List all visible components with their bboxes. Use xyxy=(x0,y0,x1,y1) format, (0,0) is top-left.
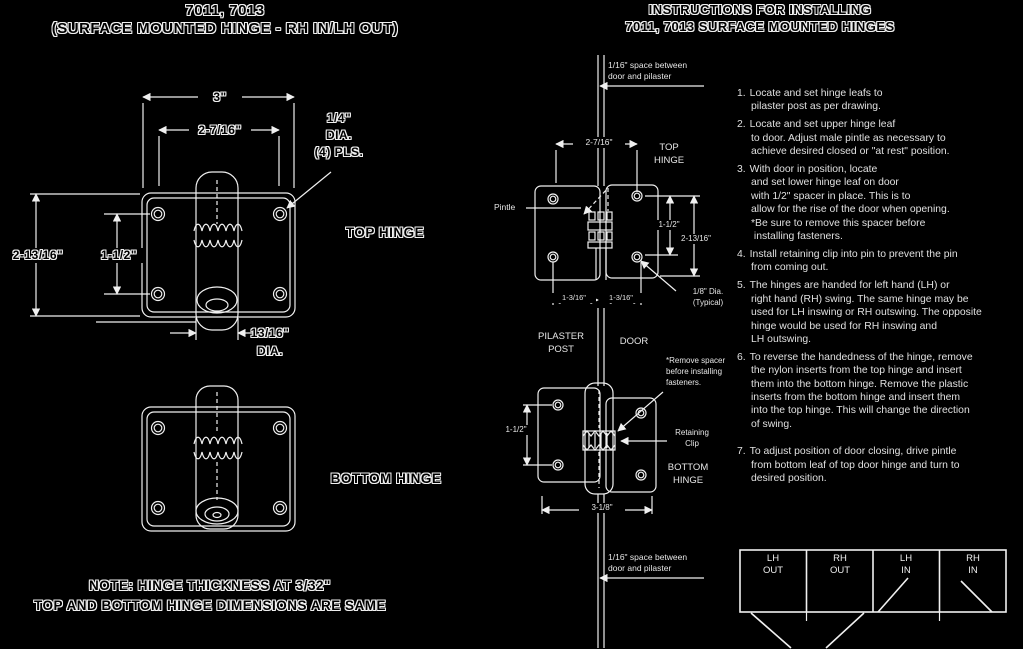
left-bottom-hinge-drawing xyxy=(141,385,296,532)
door-pilaster-gap-lines xyxy=(597,55,605,648)
mid-top-hinge-label: TOP HINGE xyxy=(653,142,685,166)
pintle-label: Pintle xyxy=(494,202,516,212)
retaining-clip-label: Retaining Clip xyxy=(675,428,709,448)
swing-cell-rh-out: RH OUT xyxy=(829,553,851,576)
left-top-hinge-drawing xyxy=(30,92,332,340)
barrel-diameter-callout: 13/16" DIA. xyxy=(250,326,290,358)
left-title-line2: (SURFACE MOUNTED HINGE - RH IN/LH OUT) xyxy=(51,20,399,37)
instruction-item-6: 6.To reverse the handedness of the hinge… xyxy=(737,351,1023,431)
mid-dim-bottom-width: 3-1/8" xyxy=(579,503,625,514)
mid-dim-right-offset: 1-3/16" xyxy=(599,293,643,303)
mid-dim-left-offset: 1-3/16" xyxy=(552,293,596,303)
middle-top-hinge-assembly xyxy=(526,139,700,305)
instruction-item-7: 7.To adjust position of door closing, dr… xyxy=(737,445,1023,485)
instruction-text: To adjust position of door closing, driv… xyxy=(749,446,960,485)
instruction-number: 1. xyxy=(737,88,746,99)
instruction-number: 7. xyxy=(737,446,746,458)
instruction-number: 3. xyxy=(737,164,746,176)
mid-dim-bottom-hole-height: 1-1/2" xyxy=(496,425,536,436)
instruction-number: 4. xyxy=(737,248,746,260)
swing-cell-rh-in: RH IN xyxy=(966,553,980,576)
instruction-item-4: 4.Install retaining clip into pin to pre… xyxy=(737,248,1023,275)
instruction-item-5: 5.The hinges are handed for left hand (L… xyxy=(737,279,1023,346)
swing-cell-lh-out: LH OUT xyxy=(762,553,784,576)
note-line2: TOP AND BOTTOM HINGE DIMENSIONS ARE SAME xyxy=(33,598,387,613)
instruction-item-1: 1.Locate and set hinge leafs to pilaster… xyxy=(737,87,1023,114)
dim-overall-height: 2-13/16" xyxy=(0,248,76,264)
right-title-line1: INSTRUCTIONS FOR INSTALLING xyxy=(648,2,872,17)
mid-hole-callout: 1/8" Dia. (Typical) xyxy=(692,287,724,307)
instruction-text: Locate and set hinge leafs to pilaster p… xyxy=(749,88,883,113)
door-label: DOOR xyxy=(619,336,649,347)
instruction-item-3: 3.With door in position, locate and set … xyxy=(737,163,1023,243)
instruction-item-2: 2.Locate and set upper hinge leaf to doo… xyxy=(737,118,1023,158)
right-title-line2: 7011, 7013 SURFACE MOUNTED HINGES xyxy=(625,19,895,34)
instruction-text: To reverse the handedness of the hinge, … xyxy=(749,351,973,430)
dim-overall-width: 3" xyxy=(198,90,242,106)
instruction-text: The hinges are handed for left hand (LH)… xyxy=(749,280,982,345)
instruction-text: Install retaining clip into pin to preve… xyxy=(749,248,958,274)
hole-diameter-callout: 1/4" DIA. (4) PLS. xyxy=(314,111,364,159)
mid-dim-hole-height: 1-1/2" xyxy=(651,220,687,231)
installation-instructions: 1.Locate and set hinge leafs to pilaster… xyxy=(737,87,1023,490)
instruction-text: With door in position, locate and set lo… xyxy=(749,164,950,243)
top-hinge-label: TOP HINGE xyxy=(345,225,425,240)
bottom-hinge-label: BOTTOM HINGE xyxy=(330,471,442,486)
instruction-number: 2. xyxy=(737,119,746,131)
remove-spacer-note: *Remove spacer before installing fastene… xyxy=(666,356,726,387)
middle-bottom-hinge-assembly xyxy=(522,382,667,515)
instruction-number: 6. xyxy=(737,351,746,363)
swing-cell-lh-in: LH IN xyxy=(899,553,913,576)
mid-dim-leaf-height: 2-13/16" xyxy=(672,234,720,245)
gap-note-top: 1/16" space between door and pilaster xyxy=(608,60,688,81)
note-line1: NOTE: HINGE THICKNESS AT 3/32" xyxy=(89,578,331,593)
gap-note-bottom: 1/16" space between door and pilaster xyxy=(608,552,688,573)
instruction-text: Locate and set upper hinge leaf to door.… xyxy=(749,119,950,158)
mid-dim-hole-span: 2-7/16" xyxy=(573,137,625,148)
swing-direction-table xyxy=(739,549,1007,649)
instruction-number: 5. xyxy=(737,280,746,292)
dim-hole-height: 1-1/2" xyxy=(93,248,145,264)
left-title-line1: 7011, 7013 xyxy=(185,2,265,19)
mid-bottom-hinge-label: BOTTOM HINGE xyxy=(667,462,709,486)
dim-hole-span: 2-7/16" xyxy=(189,123,251,139)
pilaster-post-label: PILASTER POST xyxy=(538,331,584,355)
